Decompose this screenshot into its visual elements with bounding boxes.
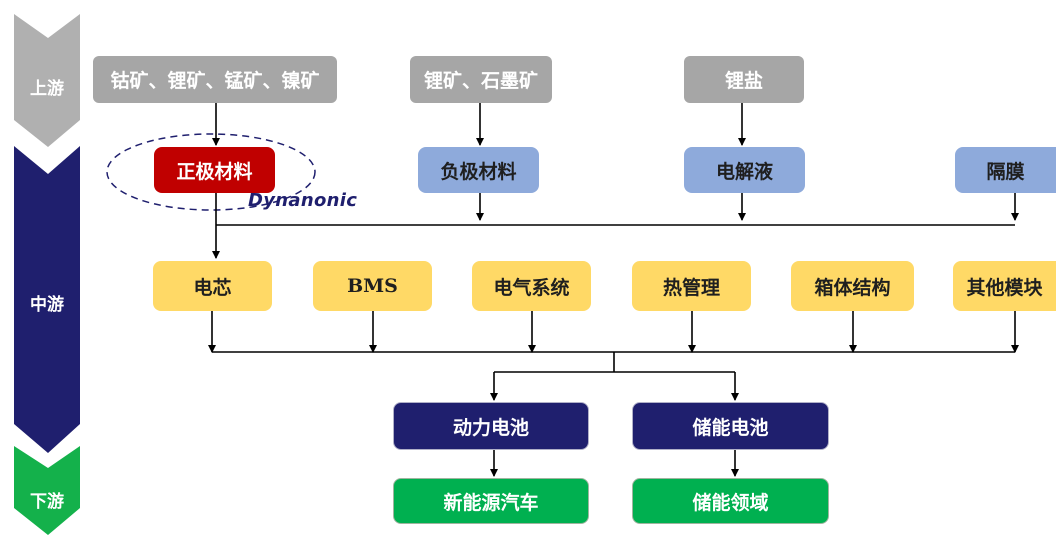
energy-storage-field-box: 储能领域 bbox=[632, 478, 829, 524]
highlight-ellipse bbox=[106, 133, 316, 211]
stage-upstream-chevron bbox=[14, 14, 80, 147]
stage-label-downstream: 下游 bbox=[30, 492, 64, 512]
stage-label-upstream: 上游 bbox=[30, 79, 64, 99]
enclosure-structure-box: 箱体结构 bbox=[791, 261, 914, 311]
lithium-salt-box: 锂盐 bbox=[684, 56, 804, 103]
stage-downstream-chevron bbox=[14, 446, 80, 535]
cell-box: 电芯 bbox=[153, 261, 272, 311]
energy-storage-battery-box: 储能电池 bbox=[632, 402, 829, 450]
power-battery-box: 动力电池 bbox=[393, 402, 589, 450]
cathode-material-box: 正极材料 bbox=[154, 147, 275, 193]
ore-box-cobalt-lithium-manganese-nickel: 钴矿、锂矿、锰矿、镍矿 bbox=[93, 56, 337, 103]
other-modules-box: 其他模块 bbox=[953, 261, 1056, 311]
ore-box-lithium-graphite: 锂矿、石墨矿 bbox=[410, 56, 552, 103]
stage-label-midstream: 中游 bbox=[30, 295, 64, 315]
electrolyte-box: 电解液 bbox=[684, 147, 805, 193]
anode-material-box: 负极材料 bbox=[418, 147, 539, 193]
brand-logo-text: Dynanonic bbox=[248, 190, 358, 211]
thermal-management-box: 热管理 bbox=[632, 261, 751, 311]
electrical-system-box: 电气系统 bbox=[472, 261, 591, 311]
separator-box: 隔膜 bbox=[955, 147, 1056, 193]
bms-box: BMS bbox=[313, 261, 432, 311]
new-energy-vehicle-box: 新能源汽车 bbox=[393, 478, 589, 524]
stage-midstream-chevron bbox=[14, 146, 80, 453]
